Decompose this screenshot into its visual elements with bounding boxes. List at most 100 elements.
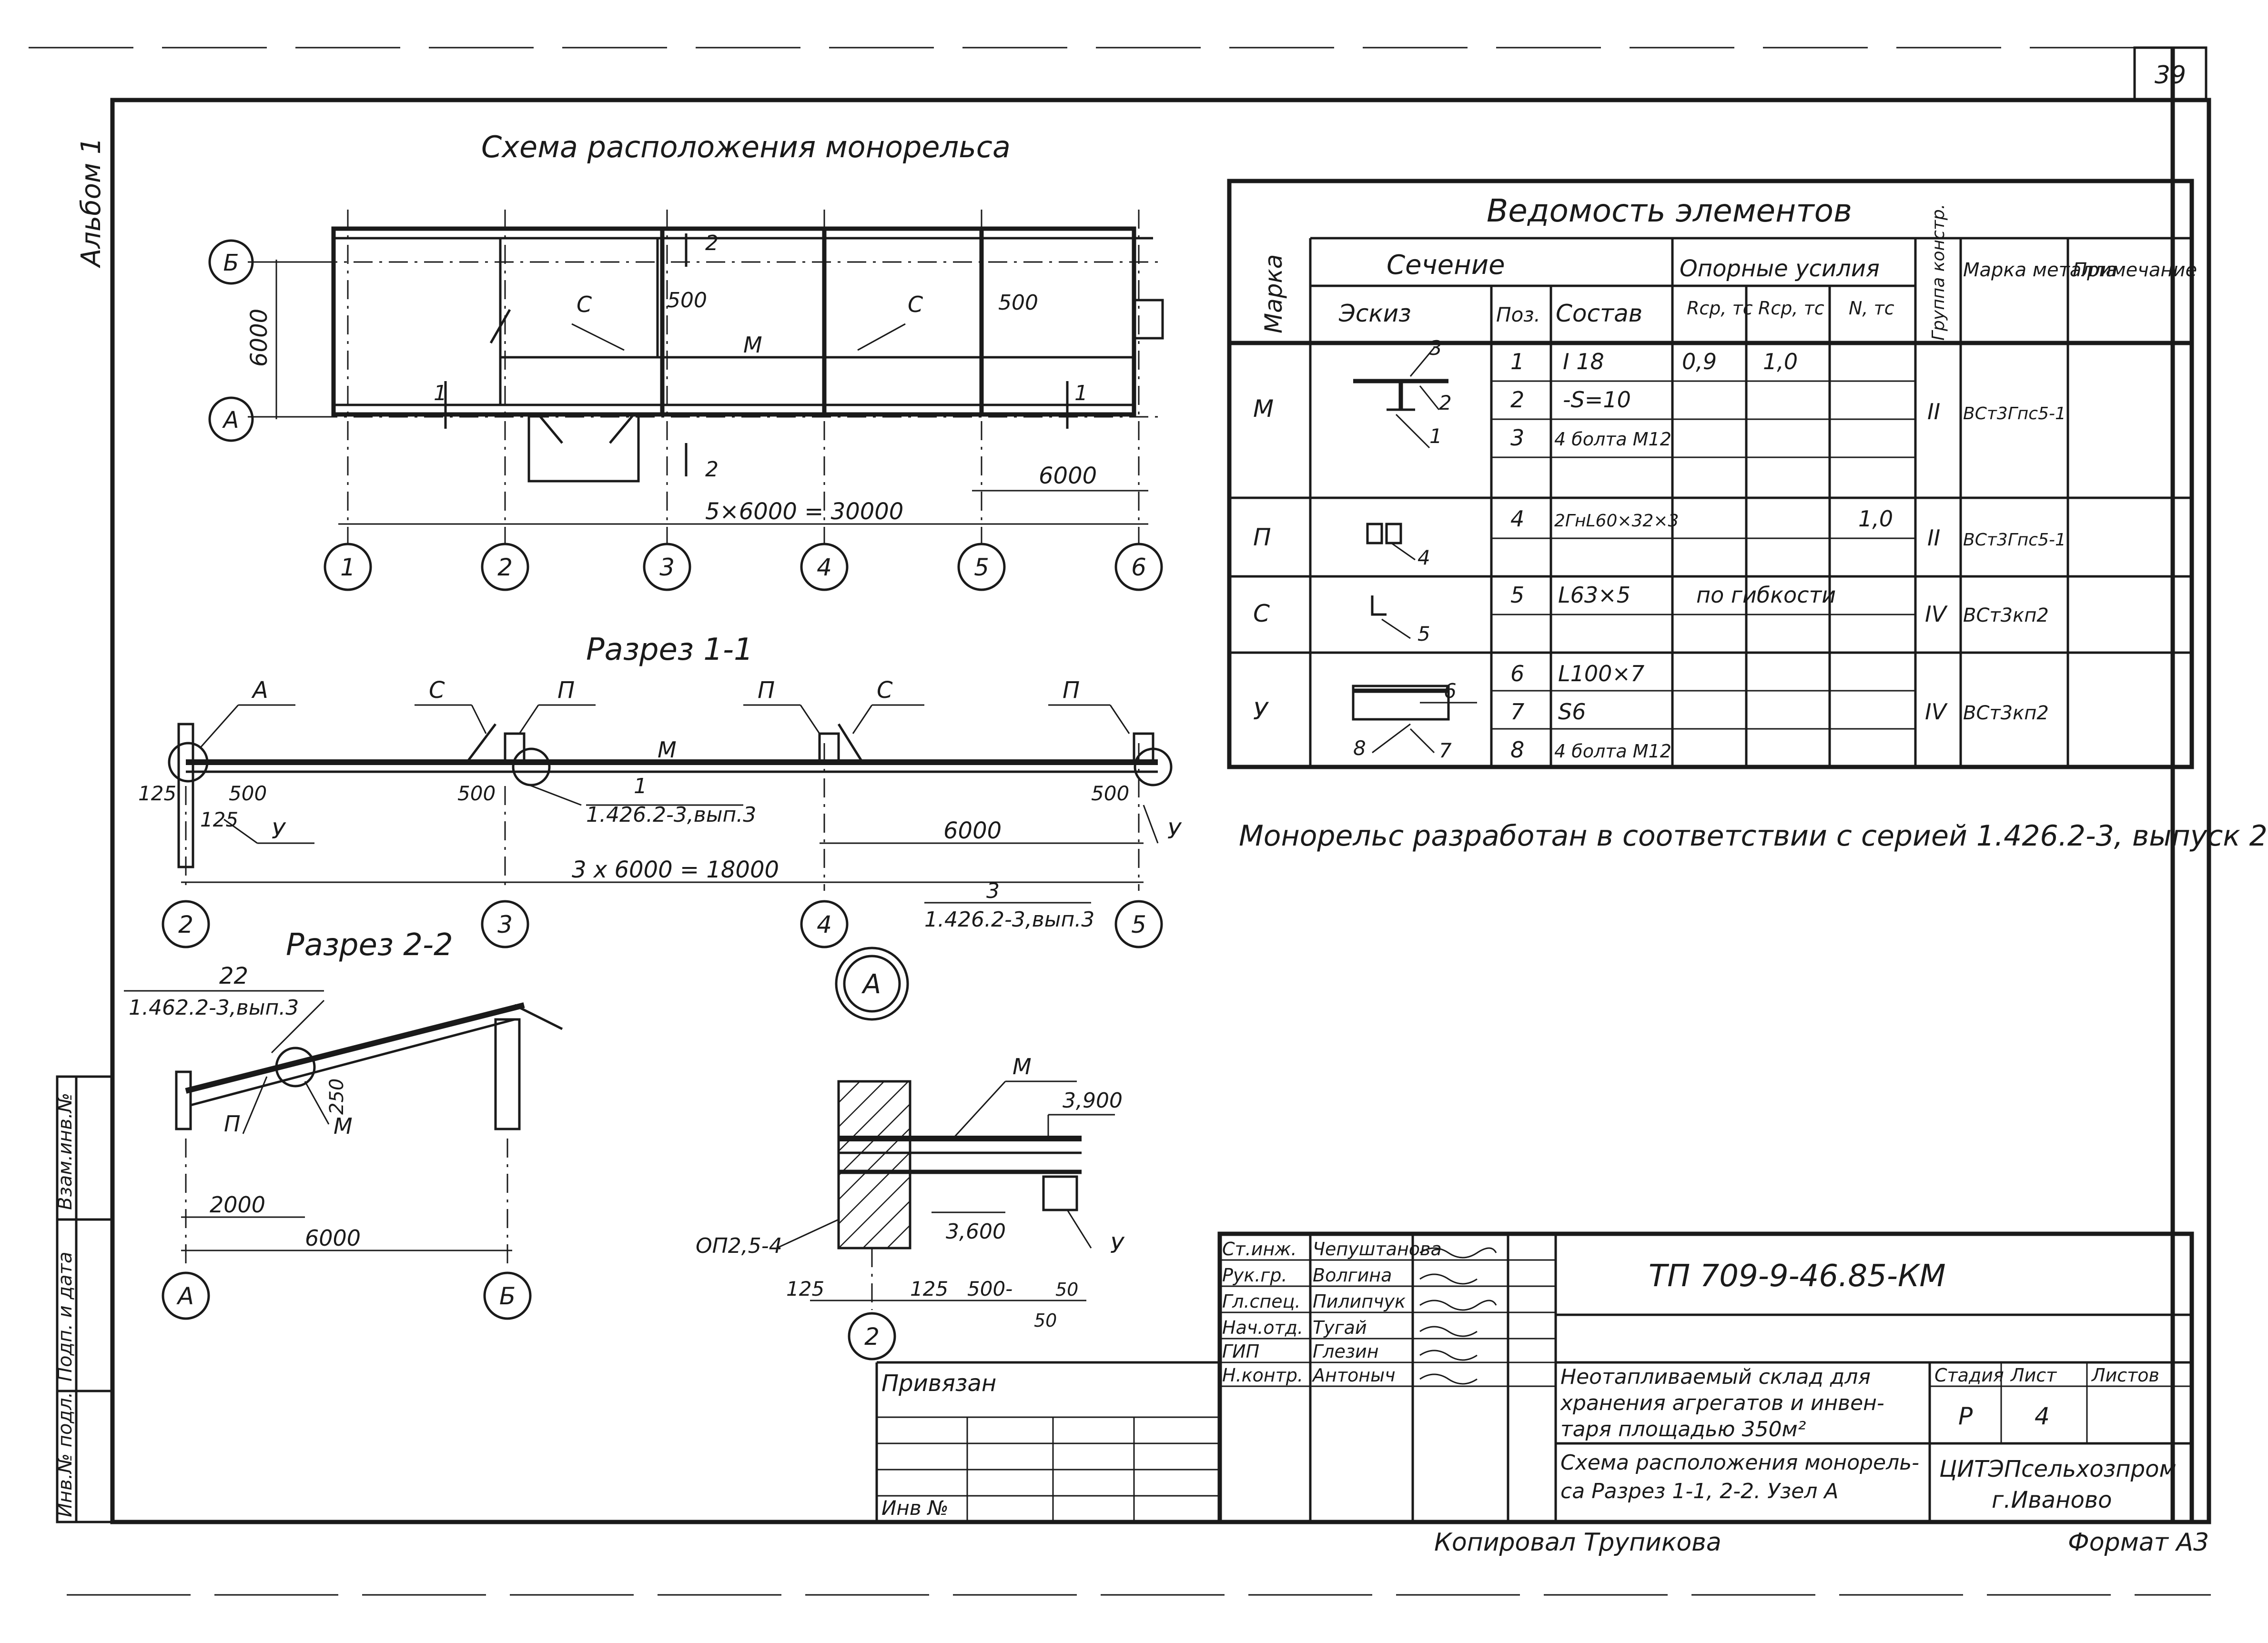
hdr-section: Сечение	[1387, 250, 1505, 281]
s11-dim-500a: 500	[229, 782, 267, 805]
hdr-mark: Марка	[1260, 254, 1287, 333]
tb-stage: Р	[1958, 1402, 1973, 1430]
plan-cut2-bottom: 2	[705, 457, 719, 482]
tb-object-0: Неотапливаемый склад для	[1560, 1365, 1871, 1389]
s11-axis-4: 4	[817, 911, 832, 938]
tb-doc-code: ТП 709-9-46.85-КМ	[1649, 1259, 1946, 1294]
m-r2: 1,0	[1763, 349, 1798, 374]
plan-axis-2: 2	[497, 554, 513, 581]
tb-role-1: Рук.гр.	[1222, 1265, 1287, 1286]
plan-label-c2: С	[908, 292, 923, 317]
s11-axis-2: 2	[178, 911, 193, 938]
s11-label-p2: П	[758, 677, 775, 704]
m-comp1: I 18	[1563, 349, 1604, 374]
s22-label-m: М	[334, 1113, 353, 1139]
plan-label-c1: С	[577, 292, 592, 317]
s22-dim-6000: 6000	[305, 1225, 361, 1251]
tb-role-2: Гл.спец.	[1222, 1291, 1301, 1312]
hdr-sketch: Эскиз	[1338, 300, 1411, 327]
s11-ref1: 1.426.2-3,вып.3	[586, 803, 756, 827]
plan-axis-6: 6	[1131, 554, 1146, 581]
plan-dim-500a: 500	[667, 288, 707, 312]
node-dim-50b: 50	[1034, 1310, 1057, 1331]
hdr-group: Группа констр.	[1929, 204, 1948, 341]
plan-axis-4: 4	[817, 554, 832, 581]
s11-axis-5: 5	[1131, 911, 1146, 938]
signatures	[1419, 1247, 1497, 1385]
y-comp8: 4 болта М12	[1554, 741, 1671, 762]
mark-p: П	[1253, 524, 1271, 551]
tb-sheetname-0: Схема расположения монорель-	[1560, 1451, 1919, 1475]
plan-dim-span: 6000	[1039, 463, 1097, 489]
s22-ref: 1.462.2-3,вып.3	[129, 996, 299, 1020]
schema-title: Схема расположения монорельса	[481, 130, 1011, 164]
m-pos1: 1	[1510, 349, 1524, 374]
left-strip: Альбом 1 Инв.№ подл. Подп. и дата Взам.и…	[54, 137, 114, 1523]
page-number: 39	[2155, 61, 2186, 90]
node-el1: 3,900	[1063, 1089, 1123, 1113]
tb-sheets-header: Листов	[2091, 1365, 2159, 1386]
c-pos5: 5	[1510, 582, 1524, 608]
tb-role-5: Н.контр.	[1222, 1365, 1303, 1386]
copied-by: Копировал Трупикова	[1434, 1528, 1721, 1557]
node-dim-50a: 50	[1055, 1279, 1078, 1300]
m-sketch: 3 2 1	[1353, 336, 1452, 449]
tb-name-0: Чепуштанова	[1313, 1239, 1442, 1260]
p-metal: ВСт3Гпс5-1	[1963, 530, 2066, 550]
node-dim-125b: 125	[910, 1277, 948, 1300]
node-axis: 2	[864, 1323, 880, 1351]
plan-cut2-top: 2	[705, 231, 719, 255]
s11-dim-500b: 500	[457, 782, 496, 805]
m-r1: 0,9	[1682, 349, 1717, 374]
c-metal: ВСт3кп2	[1963, 605, 2049, 626]
hdr-metal: Марка металла	[1963, 259, 2117, 281]
c-group: IV	[1925, 601, 1948, 627]
s11-label-y1: У	[272, 818, 286, 844]
s22-axis-b: Б	[499, 1282, 516, 1310]
plan-dim-height: 6000	[246, 309, 273, 367]
s11-dim-500c: 500	[1091, 782, 1129, 805]
s11-dim-125b: 125	[200, 808, 238, 831]
node-dim-125a: 125	[786, 1277, 824, 1300]
monorail-plan: Схема расположения монорельса Б А	[208, 130, 1164, 591]
album-label: Альбом 1	[76, 137, 107, 268]
node-a-marker: А	[835, 947, 909, 1021]
m-pos3: 3	[1510, 425, 1524, 451]
y-pos8: 8	[1510, 737, 1524, 763]
y-pos6: 6	[1510, 661, 1524, 686]
m-comp2: -S=10	[1563, 387, 1631, 413]
strip-sign-date: Подп. и дата	[54, 1252, 76, 1381]
tb-inv: Инв №	[881, 1496, 949, 1520]
table-title: Ведомость элементов	[1487, 192, 1852, 229]
c-comp5: L63×5	[1558, 582, 1630, 608]
tb-role-3: Нач.отд.	[1222, 1317, 1303, 1338]
mark-m: М	[1253, 395, 1274, 423]
hdr-n: N, тс	[1849, 298, 1894, 319]
hdr-pos: Поз.	[1496, 303, 1540, 326]
section-2-2: Разрез 2-2 22 1.462.2-3,вып.3 П М 250 20…	[124, 927, 563, 1320]
s11-label-one: 1	[634, 774, 647, 798]
plan-axis-5: 5	[974, 554, 989, 581]
monorail-note: Монорельс разработан в соответствии с се…	[1239, 819, 2268, 853]
mark-c: С	[1253, 600, 1270, 627]
s11-label-c2: С	[877, 677, 893, 704]
tb-name-3: Тугай	[1313, 1317, 1367, 1338]
s11-label-y2: У	[1167, 818, 1182, 844]
m-metal: ВСт3Гпс5-1	[1963, 404, 2066, 423]
section11-title: Разрез 1-1	[586, 632, 753, 667]
node-label-m: М	[1012, 1054, 1032, 1079]
p-comp4: 2ГнL60×32×3	[1554, 511, 1679, 531]
plan-axis-1: 1	[340, 554, 355, 581]
node-dim-500: 500-	[967, 1277, 1012, 1300]
tb-role-0: Ст.инж.	[1222, 1239, 1297, 1260]
p-n: 1,0	[1858, 506, 1893, 532]
tb-name-5: Антоныч	[1311, 1365, 1396, 1386]
tb-stage-header: Стадия	[1934, 1365, 2004, 1386]
strip-inv-old: Инв.№ подл.	[54, 1392, 76, 1517]
c-sketch-5: 5	[1418, 622, 1430, 645]
node-label-y: У	[1110, 1232, 1125, 1258]
frame: 39	[29, 46, 2211, 1596]
y-metal: ВСт3кп2	[1963, 702, 2049, 724]
s11-dim-span: 6000	[943, 817, 1002, 844]
s22-axis-a: А	[176, 1282, 194, 1310]
